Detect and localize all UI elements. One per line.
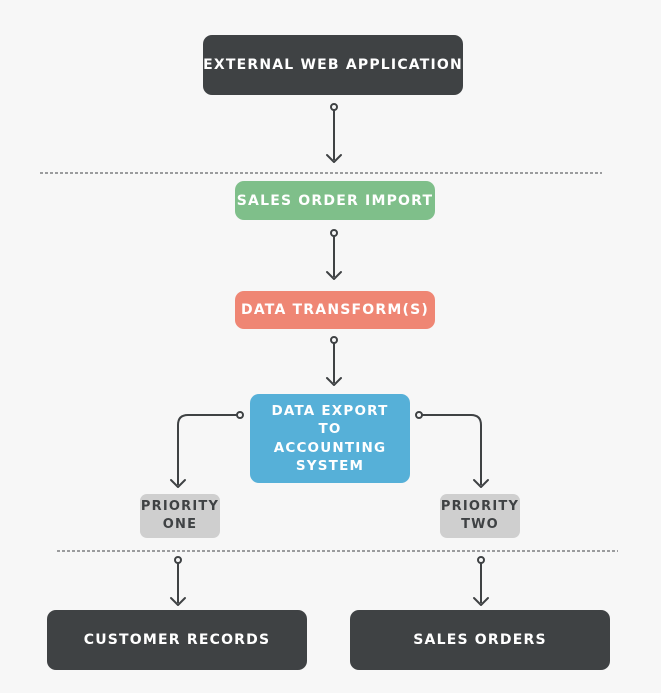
node-priority-two: PRIORITY TWO	[440, 494, 520, 538]
arrow-import-to-transform	[326, 229, 342, 280]
node-priority-two-label: PRIORITY TWO	[440, 498, 520, 533]
node-sales-orders-label: SALES ORDERS	[413, 632, 547, 648]
node-data-export-label: DATA EXPORT TO ACCOUNTING SYSTEM	[271, 402, 389, 475]
node-data-transforms: DATA TRANSFORM(S)	[235, 291, 435, 329]
node-external-web-application-label: EXTERNAL WEB APPLICATION	[203, 57, 463, 73]
arrow-external-to-import	[326, 103, 342, 163]
arrow-export-to-priority-two	[415, 411, 489, 488]
node-external-web-application: EXTERNAL WEB APPLICATION	[203, 35, 463, 95]
arrow-priority-two-to-sales-orders	[473, 556, 489, 606]
node-customer-records-label: CUSTOMER RECORDS	[83, 632, 271, 648]
arrow-transform-to-export	[326, 336, 342, 386]
node-sales-order-import: SALES ORDER IMPORT	[235, 181, 435, 220]
node-priority-one-label: PRIORITY ONE	[140, 498, 220, 533]
node-sales-order-import-label: SALES ORDER IMPORT	[236, 192, 434, 209]
node-data-export-to-accounting-system: DATA EXPORT TO ACCOUNTING SYSTEM	[250, 394, 410, 483]
node-customer-records: CUSTOMER RECORDS	[47, 610, 307, 670]
node-priority-one: PRIORITY ONE	[140, 494, 220, 538]
node-sales-orders: SALES ORDERS	[350, 610, 610, 670]
node-data-transforms-label: DATA TRANSFORM(S)	[241, 302, 429, 318]
arrow-export-to-priority-one	[170, 411, 244, 488]
arrow-priority-one-to-customer-records	[170, 556, 186, 606]
